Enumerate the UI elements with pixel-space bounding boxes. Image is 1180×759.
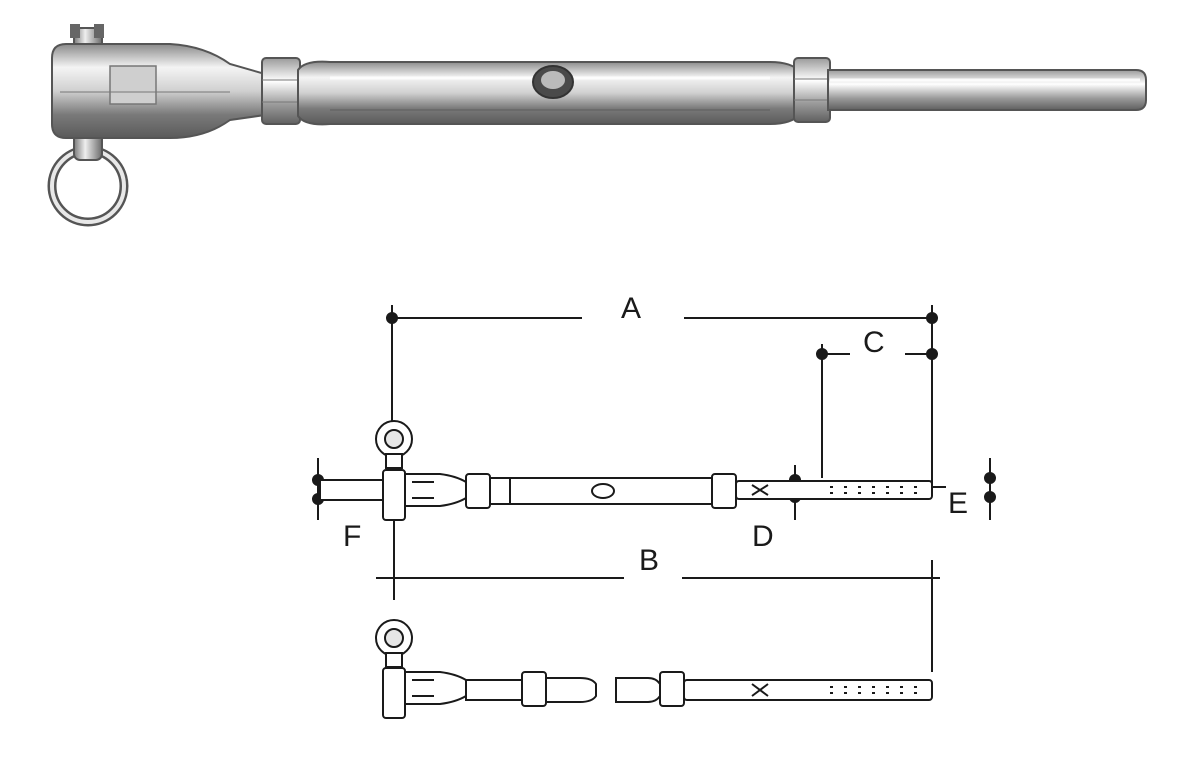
dimension-line-c [816, 344, 938, 478]
turnbuckle-body [297, 60, 801, 126]
swage-shank [827, 69, 1147, 111]
dimension-diagram [312, 305, 996, 719]
label-b: B [639, 544, 659, 577]
dimension-line-e [932, 458, 996, 520]
drawing-broken [375, 619, 933, 719]
turnbuckle-photo [47, 24, 1147, 227]
label-c: C [863, 326, 885, 359]
fork-jaw [51, 43, 273, 139]
dimension-line-b [376, 520, 940, 672]
right-lock-nut [793, 57, 831, 123]
dimension-line-a [386, 305, 938, 490]
label-a: A [621, 292, 641, 325]
label-f: F [343, 520, 361, 553]
label-d: D [752, 520, 774, 553]
left-lock-nut [261, 57, 301, 125]
label-e: E [948, 487, 968, 520]
drawing-assembled [319, 420, 933, 521]
